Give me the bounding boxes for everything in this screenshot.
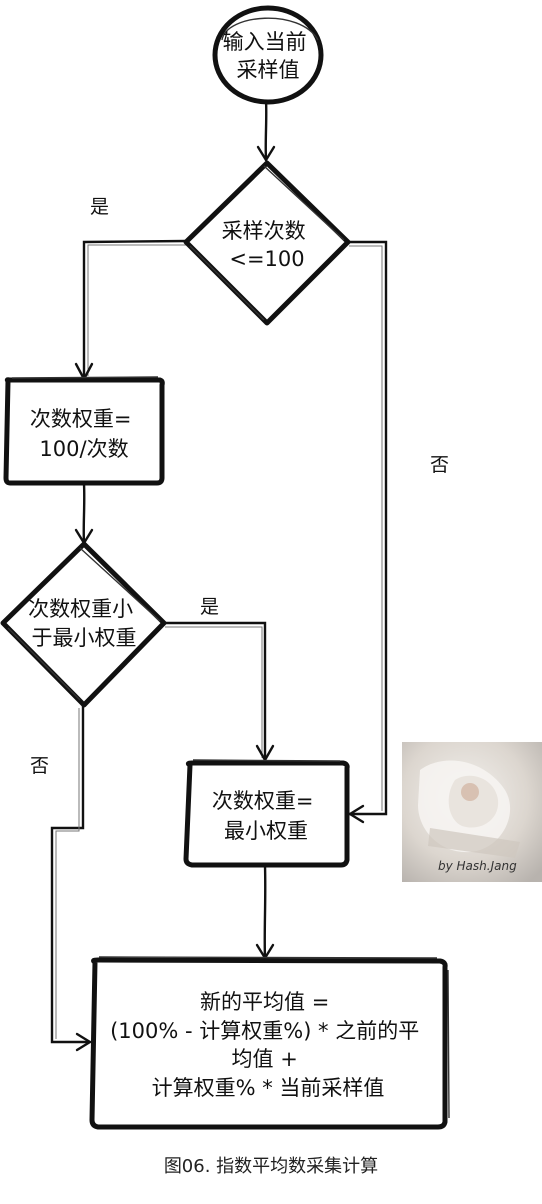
start-node: 输入当前 采样值 [212,5,324,105]
edge-weight-to-min [82,482,86,545]
decision-min-weight: 次数权重小 于最小权重 [0,541,167,708]
edge-min-no [50,703,92,1044]
watermark-text: by Hash.Jang [438,859,517,873]
start-label: 输入当前 采样值 [223,30,314,82]
label-count-yes: 是 [90,196,109,218]
decision-sample-count: 采样次数 <=100 [183,160,351,326]
process-count-weight-label: 次数权重= 100/次数 [30,407,138,461]
process-min-weight-label: 次数权重= 最小权重 [212,789,320,843]
edge-start-to-check [264,98,268,162]
arrow-min-no [75,1032,92,1052]
decision-min-weight-label: 次数权重小 于最小权重 [28,597,140,650]
watermark-sticker: by Hash.Jang [402,742,542,882]
arrow-start-to-check [256,145,276,162]
edge-min-to-result [263,864,267,960]
label-min-no: 否 [30,755,49,777]
figure-caption: 图06. 指数平均数采集计算 [164,1156,378,1177]
result-label: 新的平均值 = (100% - 计算权重%) * 之前的平 均值 + 计算权重%… [110,990,426,1100]
edge-min-yes [162,621,267,762]
decision-sample-count-label: 采样次数 <=100 [222,219,313,271]
label-min-yes: 是 [200,596,219,618]
result-node: 新的平均值 = (100% - 计算权重%) * 之前的平 均值 + 计算权重%… [89,956,450,1130]
process-min-weight: 次数权重= 最小权重 [183,759,350,868]
process-count-weight: 次数权重= 100/次数 [3,376,165,486]
label-count-no: 否 [430,454,449,476]
edge-check-no [346,240,388,816]
edge-check-yes [82,239,188,380]
arrow-check-no [348,804,365,824]
